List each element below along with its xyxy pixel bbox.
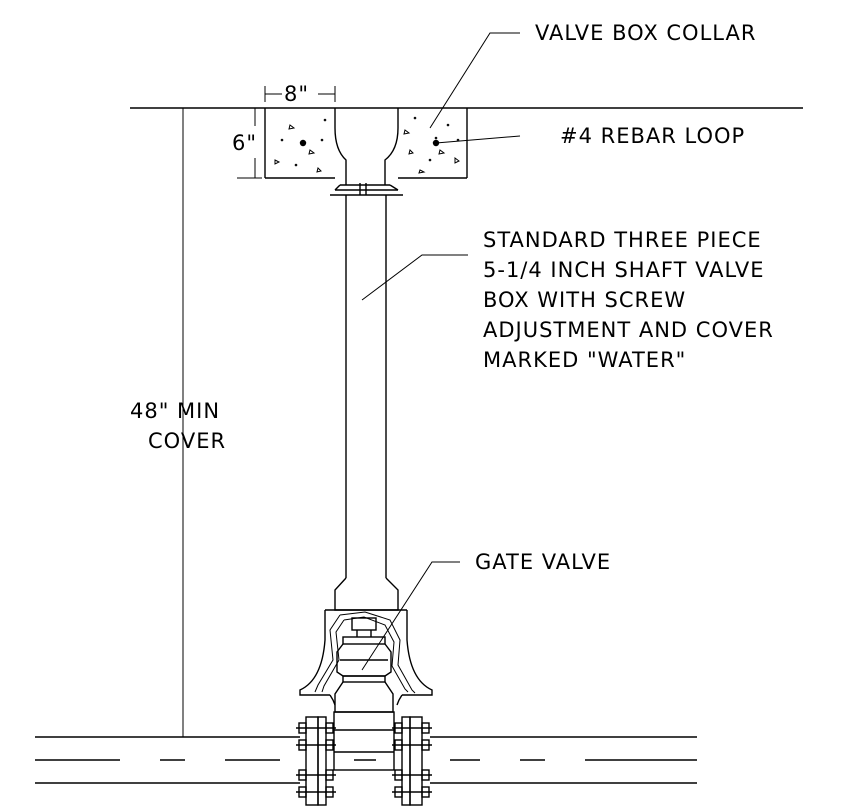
water-main-pipe [35, 736, 697, 784]
collar-depth-label: 6" [232, 131, 257, 155]
valve-box-shaft [345, 195, 387, 578]
gate-valve-label: GATE VALVE [475, 550, 611, 574]
valve-box-label-line2: 5-1/4 INCH SHAFT VALVE [483, 258, 765, 282]
valve-box-label-line5: MARKED "WATER" [483, 348, 686, 372]
cover-dimension: 48" MIN COVER [130, 108, 226, 737]
cover-dimension-label-line1: 48" MIN [130, 399, 220, 423]
valve-box-label-line4: ADJUSTMENT AND COVER [483, 318, 774, 342]
collar-depth-dimension: 6" [232, 107, 262, 179]
gate-valve-callout: GATE VALVE [361, 550, 611, 671]
valve-box-label-line1: STANDARD THREE PIECE [483, 228, 762, 252]
collar-callout: VALVE BOX COLLAR [429, 21, 756, 129]
valve-box-bottom-section [299, 577, 433, 706]
rebar-section-left [299, 139, 307, 147]
valve-box-callout: STANDARD THREE PIECE 5-1/4 INCH SHAFT VA… [361, 228, 774, 372]
collar-callout-label: VALVE BOX COLLAR [535, 21, 756, 45]
gate-valve [333, 617, 395, 771]
collar-width-dimension: 8" [264, 82, 336, 106]
valve-box-label-line3: BOX WITH SCREW [483, 288, 686, 312]
valve-box-top-section [330, 108, 403, 196]
valve-box-collar [264, 108, 468, 179]
rebar-callout: #4 REBAR LOOP [435, 124, 745, 148]
pipe-flange-right [392, 716, 432, 806]
cover-dimension-label-line2: COVER [148, 429, 226, 453]
rebar-callout-label: #4 REBAR LOOP [560, 124, 745, 148]
pipe-flange-left [296, 716, 336, 806]
collar-width-label: 8" [284, 82, 309, 106]
